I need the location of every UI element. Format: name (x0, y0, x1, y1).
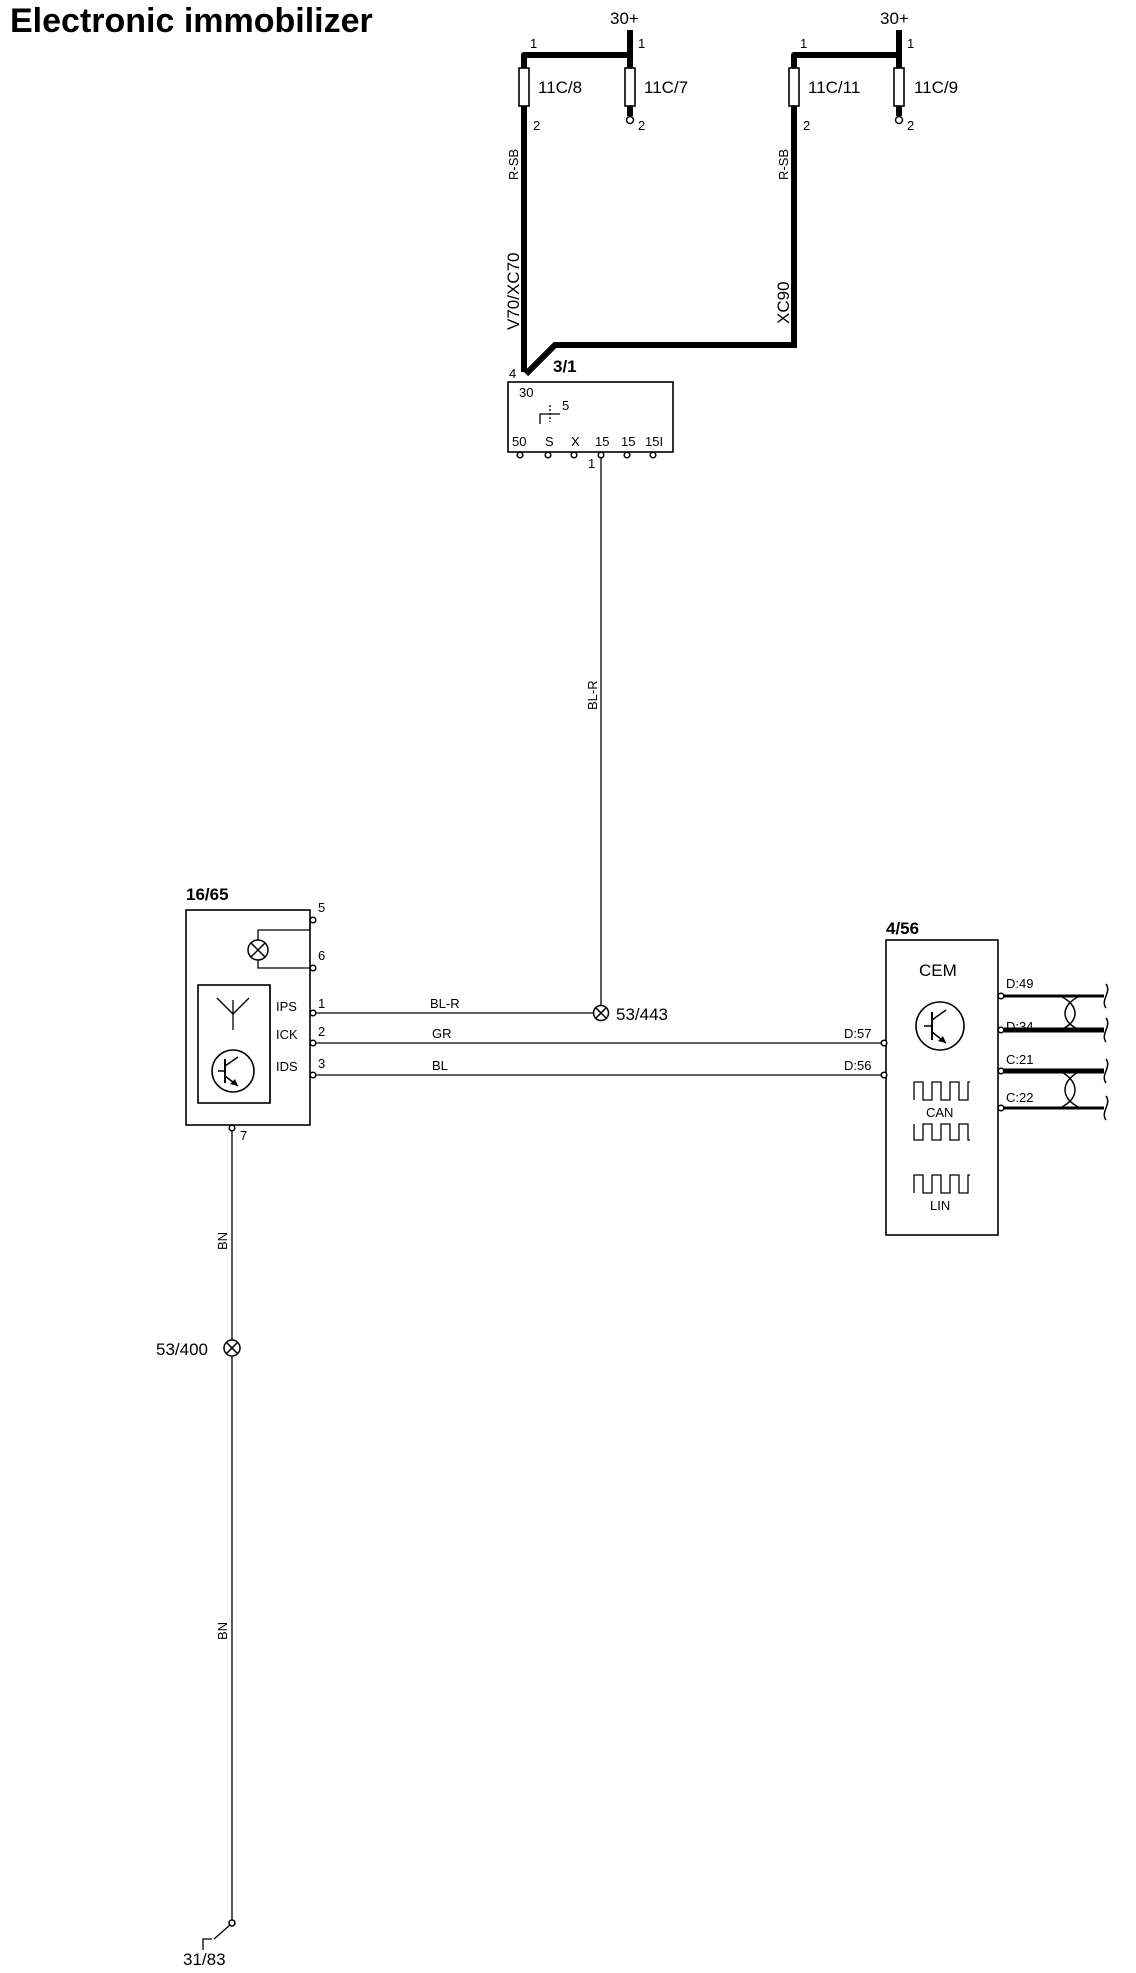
fuse-11c11-pin-bottom: 2 (803, 118, 810, 133)
immobilizer-pin-7: 7 (240, 1128, 247, 1143)
fuse-11c9-label: 11C/9 (914, 78, 958, 97)
cem-pin-c21: C:21 (1006, 1052, 1033, 1067)
fuse-11c8-label: 11C/8 (538, 78, 582, 97)
ignition-switch-id: 3/1 (553, 357, 577, 376)
can-high-waveform-icon (913, 1081, 970, 1101)
signal-ips: IPS (276, 999, 297, 1014)
wire-ick-color: GR (432, 1026, 452, 1041)
signal-ick: ICK (276, 1027, 298, 1042)
cem-pin-c22: C:22 (1006, 1090, 1033, 1105)
antenna-icon (216, 997, 250, 1030)
fuse-11c9 (893, 67, 905, 107)
cem-bus-wires (1004, 983, 1109, 1121)
fuse-11c11 (788, 67, 800, 107)
ignition-switch-box (507, 381, 674, 453)
fuse-11c7 (624, 67, 636, 107)
wire-ids-color: BL (432, 1058, 448, 1073)
supply-label-right: 30+ (880, 9, 909, 28)
terminal-15a: 15 (595, 434, 609, 449)
fuse-pair-left: 1 2 11C/8 1 2 11C/7 (518, 30, 688, 133)
fuse-11c11-pin-top: 1 (800, 36, 807, 51)
immobilizer-pin-1: 1 (318, 996, 325, 1011)
twisted-pair-icon-lower (1059, 1070, 1081, 1109)
wire-left-color: R-SB (506, 149, 521, 180)
supply-label-left: 30+ (610, 9, 639, 28)
immobilizer-module: 16/65 5 6 IPS (185, 885, 325, 1143)
fuse-11c9-pin-top: 1 (907, 36, 914, 51)
splice-53-443-icon (592, 1004, 610, 1022)
ignition-switch: 3/1 4 30 5 50 S X 15 15 15I 1 (507, 357, 674, 471)
wire-left-variant: V70/XC70 (504, 253, 523, 331)
fuse-11c8-pin-top: 1 (530, 36, 537, 51)
fuse-11c11-label: 11C/11 (808, 78, 860, 97)
splice-53-400-icon (223, 1339, 241, 1357)
page-title: Electronic immobilizer (10, 2, 373, 40)
fuse-11c7-pin-bottom: 2 (638, 118, 645, 133)
lamp-icon (247, 939, 269, 961)
fuse-11c9-pin-bottom: 2 (907, 118, 914, 133)
lamp-wire-top (257, 929, 310, 941)
ignition-switch-pin-out: 1 (588, 456, 595, 471)
ground-icon (202, 1919, 236, 1950)
lin-waveform-icon (913, 1174, 970, 1194)
wire-ground-upper-color: BN (215, 1232, 230, 1250)
splice-upper-label: 53/443 (616, 1005, 668, 1024)
wire-right-color: R-SB (776, 149, 791, 180)
cem-can-label: CAN (926, 1105, 953, 1120)
transistor-icon-immobilizer (211, 1049, 255, 1093)
cem-box (885, 939, 999, 1236)
cem-pin-d56: D:56 (844, 1058, 871, 1073)
cem-id: 4/56 (886, 919, 919, 938)
splice-lower-label: 53/400 (156, 1340, 208, 1359)
cem-pin-d49: D:49 (1006, 976, 1033, 991)
ignition-switch-pin-in: 4 (509, 366, 516, 381)
lamp-wire-bottom (257, 959, 310, 969)
can-low-waveform-icon (913, 1123, 970, 1141)
ground-label: 31/83 (183, 1950, 226, 1968)
immobilizer-pin-2: 2 (318, 1024, 325, 1039)
cem-module: 4/56 CEM CAN LIN D:57 D:56 D:49 D:34 C:2… (844, 919, 1033, 1236)
ignition-switch-term-in: 30 (519, 385, 533, 400)
cem-name: CEM (919, 961, 957, 980)
terminal-x: X (571, 434, 580, 449)
twisted-pair-icon-upper (1059, 995, 1081, 1031)
terminal-50: 50 (512, 434, 526, 449)
fuse-11c7-pin-top: 1 (638, 36, 645, 51)
fuse-11c9-open-pin (894, 115, 904, 125)
terminal-15b: 15 (621, 434, 635, 449)
fuse-11c7-open-pin (625, 115, 635, 125)
wire-ips-color: BL-R (430, 996, 460, 1011)
wire-ign-to-splice-color: BL-R (585, 680, 600, 710)
immobilizer-pin-6: 6 (318, 948, 325, 963)
transistor-icon-cem (915, 1001, 965, 1051)
ignition-switch-label: 5 (562, 398, 569, 413)
fuse-11c7-label: 11C/7 (644, 78, 688, 97)
signal-ids: IDS (276, 1059, 298, 1074)
fuse-pair-right: 1 2 11C/11 1 2 11C/9 (788, 30, 958, 133)
wire-ground-lower-color: BN (215, 1622, 230, 1640)
immobilizer-id: 16/65 (186, 885, 229, 904)
immobilizer-pin-5: 5 (318, 900, 325, 915)
terminal-s: S (545, 434, 554, 449)
immobilizer-pin-3: 3 (318, 1056, 325, 1071)
fuse-11c8 (518, 67, 530, 107)
cem-pin-d57: D:57 (844, 1026, 871, 1041)
wire-right-variant: XC90 (774, 281, 793, 324)
wire-xc90 (523, 118, 797, 377)
cem-lin-label: LIN (930, 1198, 950, 1213)
terminal-15i: 15I (645, 434, 663, 449)
switch-contact-icon (539, 413, 560, 424)
fuse-11c8-pin-bottom: 2 (533, 118, 540, 133)
